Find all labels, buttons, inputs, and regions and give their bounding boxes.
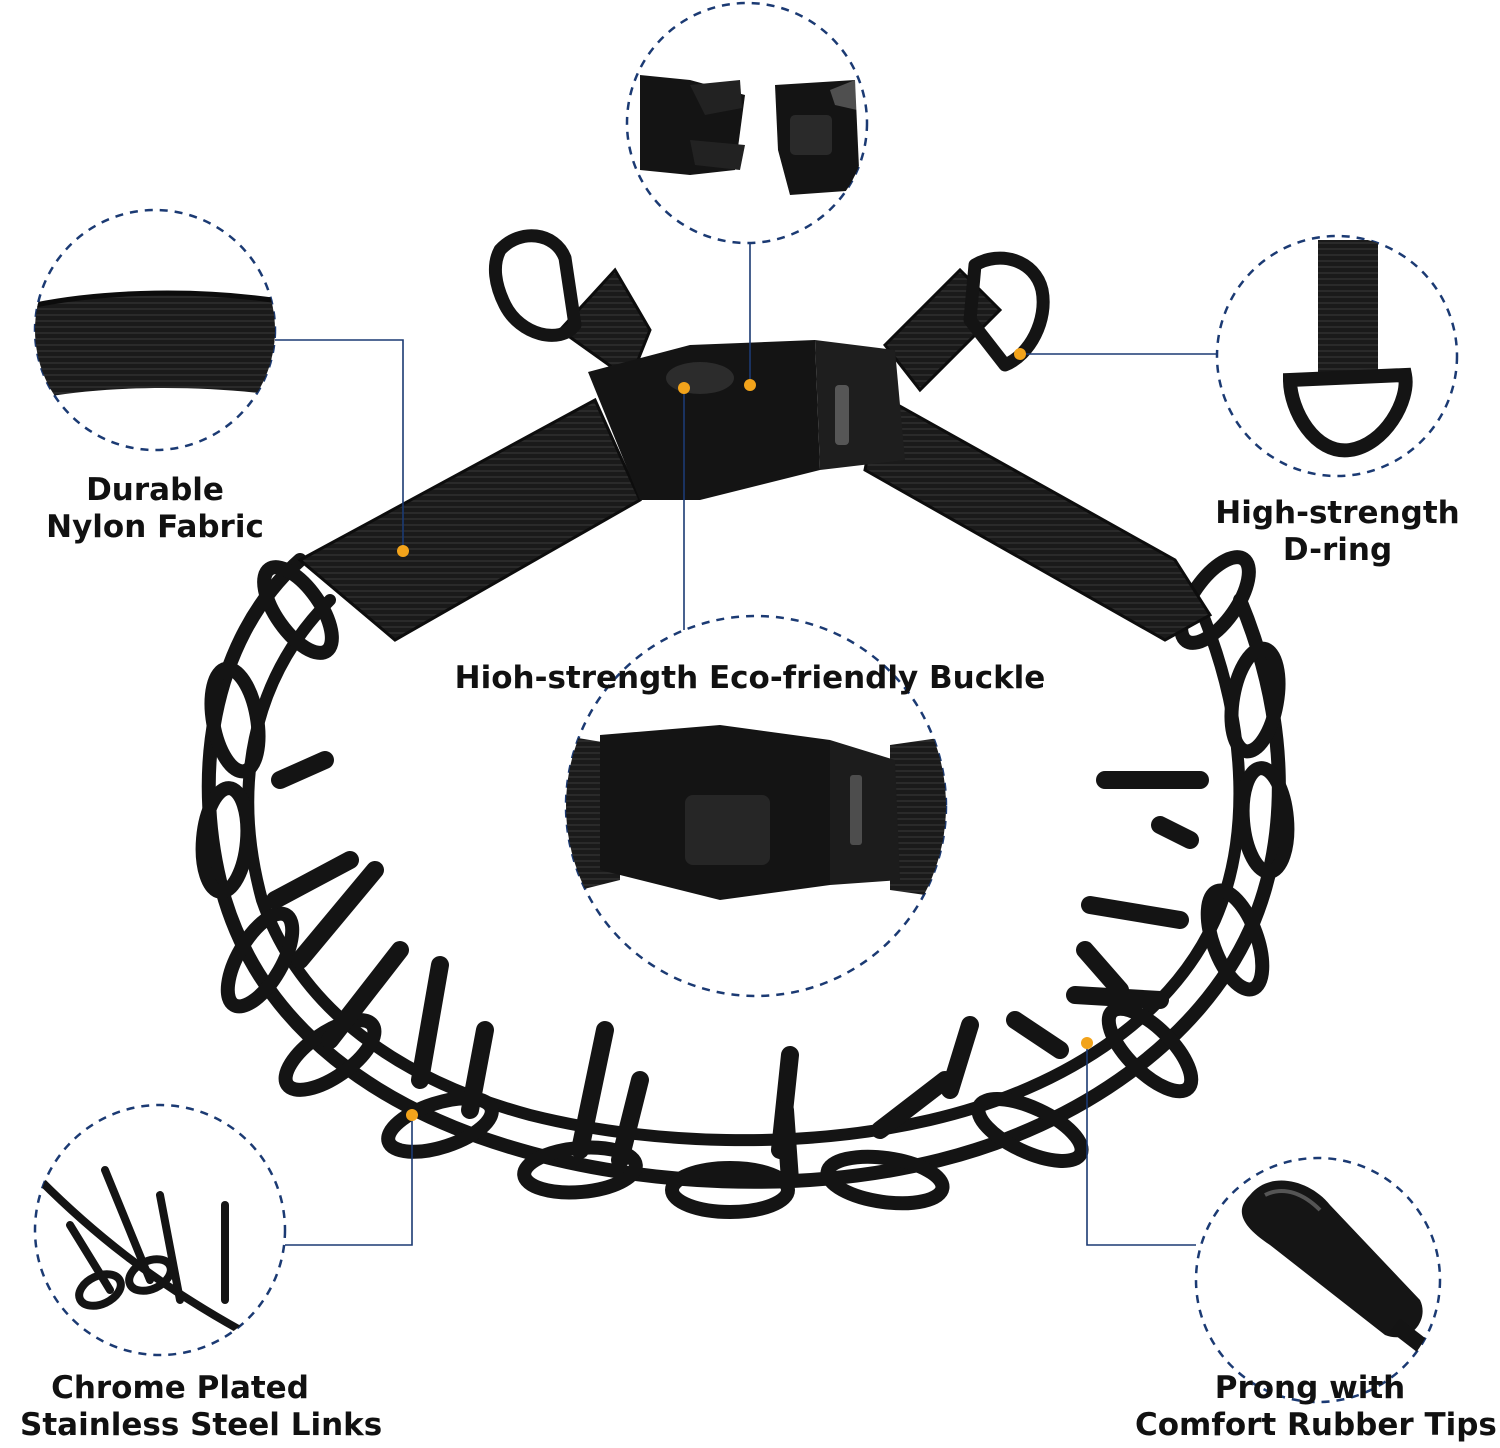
callout-dots <box>397 348 1093 1121</box>
nylon-closeup <box>35 290 275 400</box>
label-dring: High-strength D-ring <box>1205 495 1470 569</box>
chain-links <box>195 550 1295 1219</box>
callout-lines <box>275 243 1217 1246</box>
collar-d-rings <box>488 229 1050 372</box>
prongs <box>266 751 1209 1189</box>
label-links-line1: Chrome Plated <box>51 1370 309 1406</box>
label-tips: Prong with Comfort Rubber Tips <box>1135 1370 1497 1444</box>
links-closeup <box>36 1166 244 1334</box>
label-tips-line2: Comfort Rubber Tips <box>1135 1407 1497 1443</box>
label-nylon-line1: Durable <box>86 472 224 508</box>
label-nylon-line2: Nylon Fabric <box>46 509 264 545</box>
label-dring-line2: D-ring <box>1282 532 1393 568</box>
dring-closeup <box>1282 240 1413 458</box>
buckle-parts-closeup <box>640 75 860 195</box>
label-buckle: Hioh-strength Eco-friendly Buckle <box>440 660 1060 697</box>
buckle-closeup <box>566 725 946 900</box>
label-links: Chrome Plated Stainless Steel Links <box>20 1370 383 1444</box>
collar-buckle <box>588 340 905 500</box>
label-buckle-text: Hioh-strength Eco-friendly Buckle <box>454 660 1046 696</box>
label-links-line2: Stainless Steel Links <box>20 1407 383 1443</box>
label-dring-line1: High-strength <box>1215 495 1460 531</box>
label-nylon-fabric: Durable Nylon Fabric <box>40 472 270 546</box>
label-tips-line1: Prong with <box>1214 1370 1406 1406</box>
